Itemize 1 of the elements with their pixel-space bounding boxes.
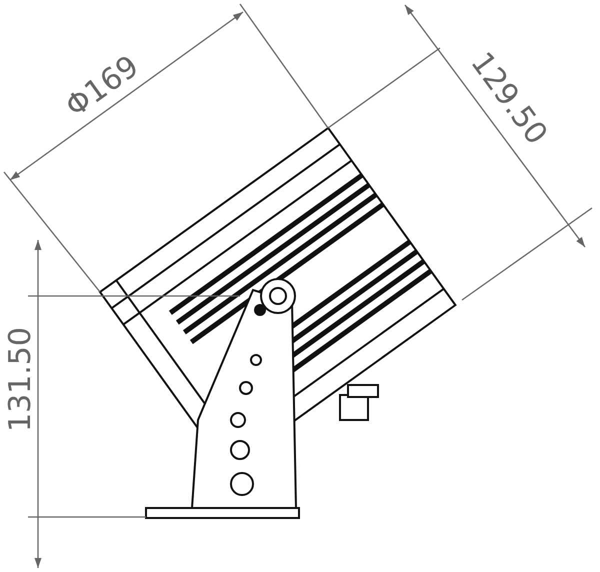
dimension-label: 131.50	[3, 327, 38, 432]
